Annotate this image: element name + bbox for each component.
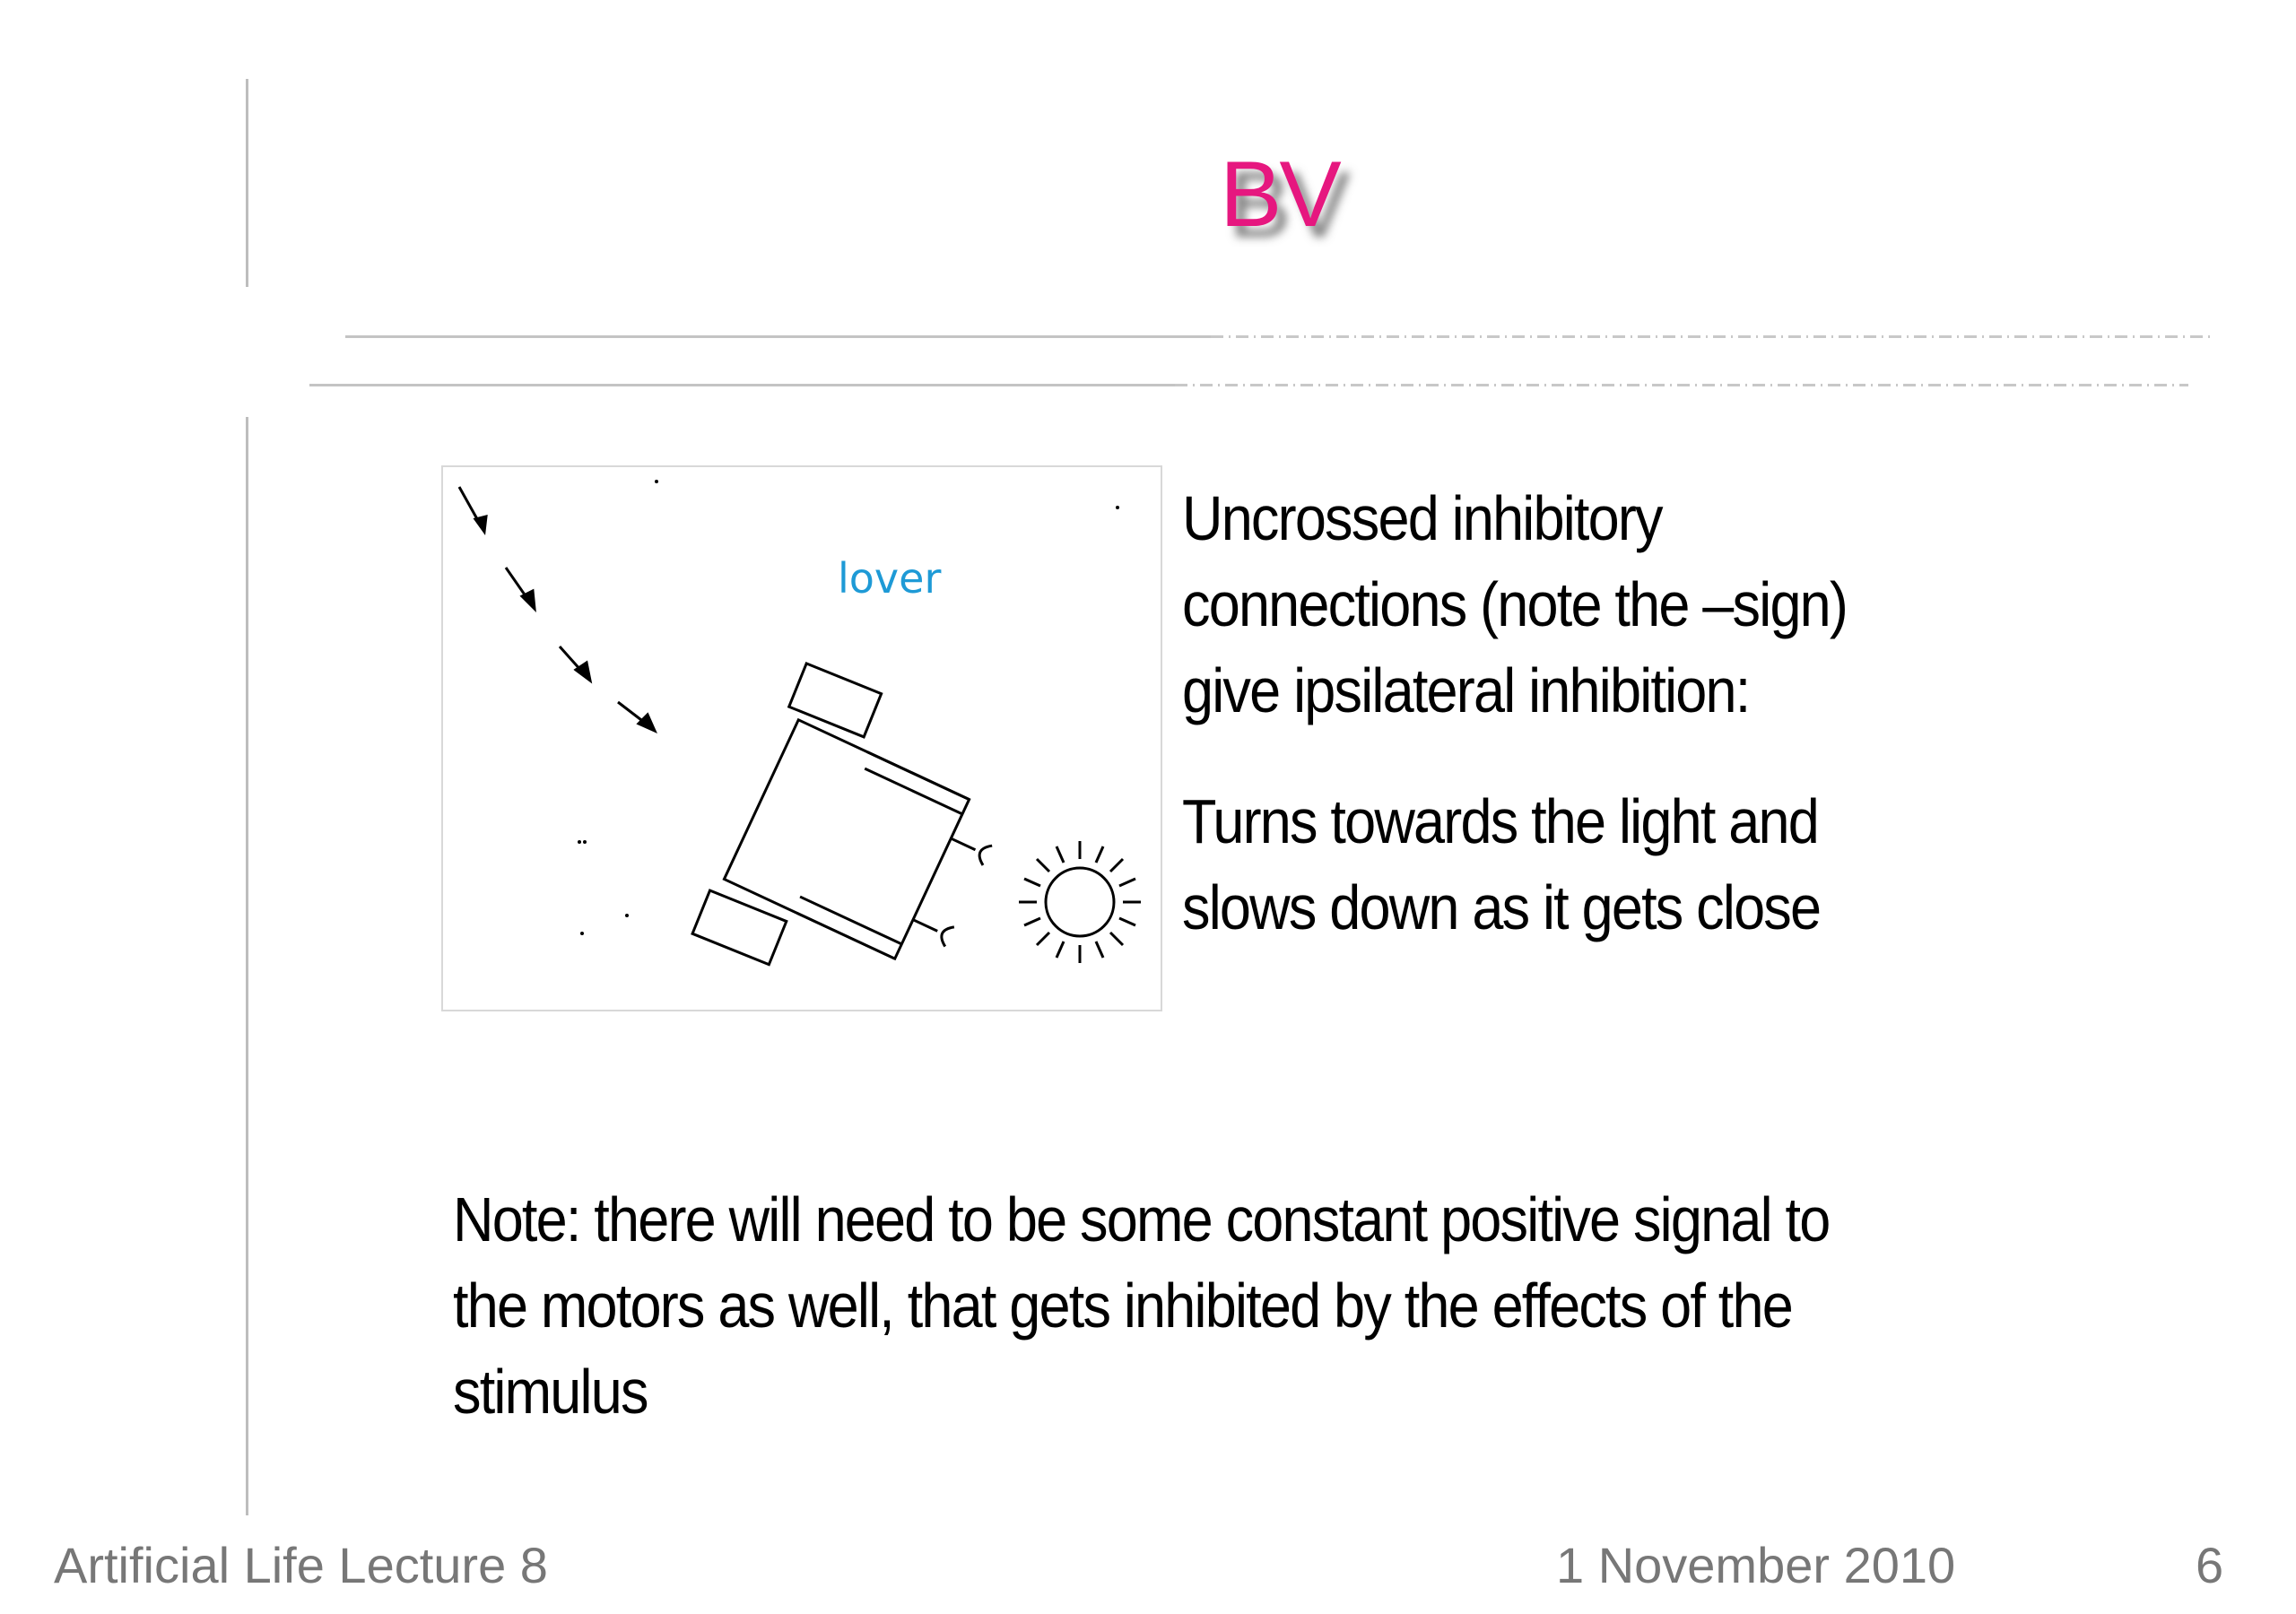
page-number: 6 [2196,1537,2224,1593]
text-line: stimulus [453,1357,648,1427]
footer-date: 1 November 2010 [1556,1537,1956,1593]
note-paragraph: Note: there will need to be some constan… [453,1176,1831,1435]
sun-icon [1019,841,1141,963]
vehicle-icon [691,661,993,967]
text-line: connections (note the –sign) [1182,569,1848,639]
left-divider-bottom [246,417,248,1515]
vehicle-figure: lover a [441,465,1162,1011]
slide-title: BV [1220,143,1342,247]
text-line: give ipsilateral inhibition: [1182,655,1751,725]
text-line: Turns towards the light and [1182,786,1820,856]
paragraph-behavior: Turns towards the light and slows down a… [1182,778,1822,950]
text-line: slows down as it gets close [1182,872,1822,942]
figure-label: lover [838,554,941,603]
paragraph-inhibition: Uncrossed inhibitory connections (note t… [1182,475,1848,733]
footer-lecture: Artificial Life Lecture 8 [54,1537,548,1593]
text-line: Note: there will need to be some constan… [453,1184,1831,1254]
trajectory-arrows-icon [457,486,657,733]
left-divider-top [246,79,248,287]
text-line: Uncrossed inhibitory [1182,483,1664,553]
text-line: the motors as well, that gets inhibited … [453,1271,1794,1341]
